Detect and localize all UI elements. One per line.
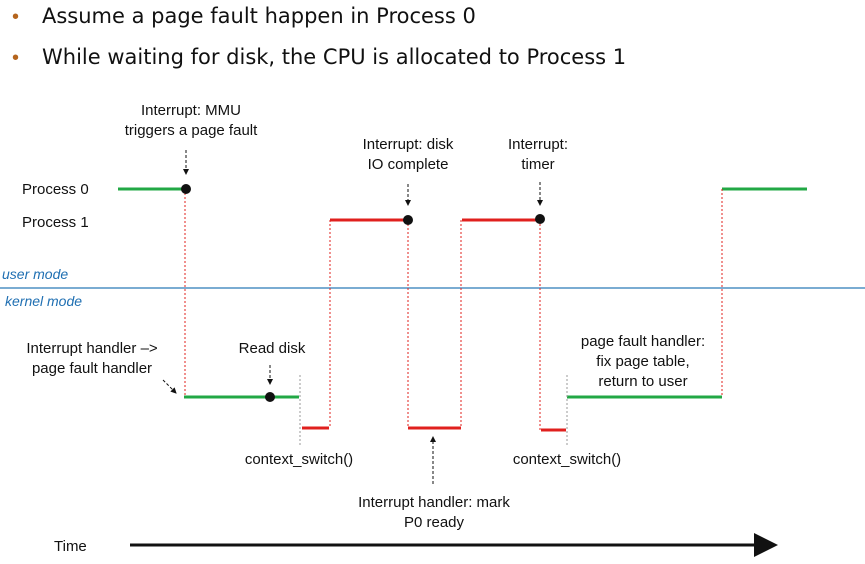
event-read-disk-dot <box>265 392 275 402</box>
event-page-fault-dot <box>181 184 191 194</box>
annotation-timer-line2: timer <box>521 156 554 173</box>
annotation-pf-handler-line2: fix page table, <box>596 353 689 370</box>
annotation-disk-line2: IO complete <box>368 156 449 173</box>
annotation-arrows <box>162 150 543 484</box>
bullet-text: Assume a page fault happen in Process 0 <box>42 4 476 28</box>
bullet-marker: • <box>12 47 20 69</box>
annotation-context-switch-1: context_switch() <box>245 451 353 468</box>
annotation-pf-handler-line3: return to user <box>598 373 687 390</box>
annotation-mmu-line2: triggers a page fault <box>125 122 258 139</box>
annotation-disk-line1: Interrupt: disk <box>363 136 454 153</box>
event-timer-dot <box>535 214 545 224</box>
bullet-2: • While waiting for disk, the CPU is allo… <box>12 43 626 70</box>
annotation-timer-line1: Interrupt: <box>508 136 568 153</box>
annotation-context-switch-2: context_switch() <box>513 451 621 468</box>
bullet-1: • Assume a page fault happen in Process 0 <box>12 2 476 29</box>
time-axis-label: Time <box>54 538 87 555</box>
bullet-marker: • <box>12 6 20 28</box>
annotation-handler-line2: page fault handler <box>32 360 152 377</box>
event-disk-io-dot <box>403 215 413 225</box>
user-mode-label: user mode <box>2 266 68 282</box>
annotation-read-disk: Read disk <box>239 340 306 357</box>
annotation-mark-ready-line2: P0 ready <box>404 514 465 531</box>
kernel-mode-label: kernel mode <box>5 293 82 309</box>
annotation-pf-handler-line1: page fault handler: <box>581 333 705 350</box>
annotation-mmu-line1: Interrupt: MMU <box>141 102 241 119</box>
annotation-mark-ready-line1: Interrupt handler: mark <box>358 494 510 511</box>
lane-label-process1: Process 1 <box>22 214 89 231</box>
annotation-handler-line1: Interrupt handler –> <box>26 340 158 357</box>
lane-label-process0: Process 0 <box>22 181 89 198</box>
transition-lines <box>184 189 723 430</box>
bullet-text: While waiting for disk, the CPU is alloc… <box>42 45 627 69</box>
